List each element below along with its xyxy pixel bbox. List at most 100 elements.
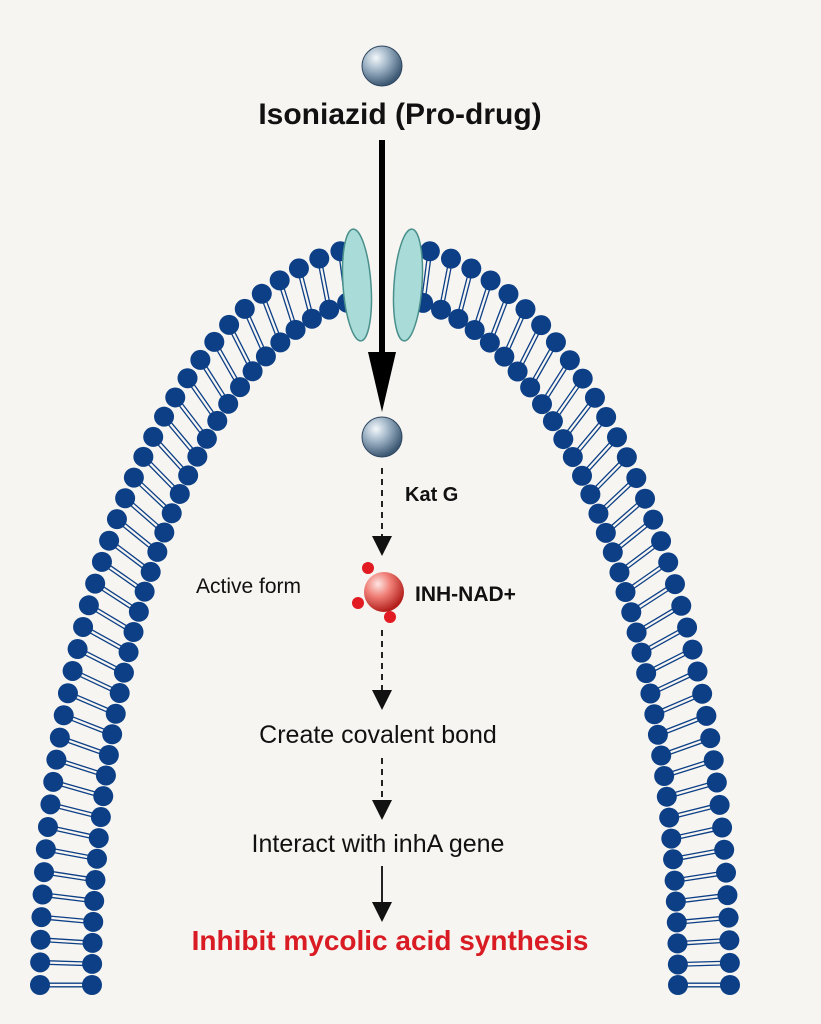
lipid-head [109, 683, 130, 704]
pathway-arrows [368, 140, 396, 922]
lipid-head [580, 484, 601, 505]
lipid-head [626, 468, 647, 489]
prodrug-sphere-icon [361, 45, 403, 87]
lipid-tail [686, 960, 722, 964]
lipid-tail [684, 897, 720, 903]
lipid-head [98, 745, 119, 766]
lipid-tail [54, 848, 89, 856]
lipid-head [542, 411, 563, 432]
lipid-head [102, 724, 123, 745]
lipid-tail [679, 827, 714, 836]
lipid-tail [193, 384, 215, 413]
lipid-head [269, 270, 290, 291]
lipid-tail [76, 694, 109, 710]
lipid-tail [425, 260, 432, 295]
lipid-tail [124, 522, 153, 546]
lipid-tail [262, 302, 277, 336]
lipid-head [128, 601, 149, 622]
lipid-head [242, 361, 263, 382]
lipid-tail [322, 266, 330, 301]
lipid-tail [665, 716, 698, 731]
lipid-head [631, 642, 652, 663]
lipid-head [668, 975, 688, 995]
lipid-head [134, 581, 155, 602]
lipid-tail [475, 288, 487, 322]
lipid-tail [658, 676, 691, 693]
lipid-tail [56, 826, 91, 836]
lipid-tail [671, 760, 705, 773]
lipid-head [595, 522, 616, 543]
main-entry-arrowhead [368, 352, 396, 412]
lipid-head [609, 562, 630, 583]
lipid-head [37, 816, 58, 837]
lipid-head [644, 704, 665, 725]
lipid-head [682, 639, 703, 660]
active-molecule-icon [352, 562, 404, 623]
lipid-tail [101, 589, 131, 610]
lipid-tail [478, 289, 491, 323]
lipid-head [288, 258, 309, 279]
lipid-head [207, 410, 228, 431]
lipid-head [663, 849, 684, 870]
lipid-head [84, 890, 105, 911]
lipid-head [706, 772, 727, 793]
lipid-head [309, 248, 330, 269]
lipid-tail [558, 386, 580, 416]
lipid-head [90, 807, 111, 828]
lipid-tail [649, 632, 681, 651]
lipid-tail [52, 874, 87, 882]
lipid-head [230, 377, 251, 398]
lipid-tail [71, 719, 104, 734]
lipid-head [719, 930, 740, 951]
lipid-tail [62, 781, 96, 793]
lipid-tail [657, 673, 690, 689]
lipid-tail [107, 567, 137, 589]
lipid-head [270, 332, 291, 353]
lipid-tail [555, 384, 577, 414]
lipid-head [115, 488, 136, 509]
lipid-tail [67, 741, 101, 755]
lipid-tail [620, 526, 648, 549]
lipid-tail [440, 266, 449, 301]
lipid-tail [190, 386, 212, 416]
lipid-head [431, 299, 452, 320]
lipid-head [85, 870, 106, 891]
lipid-head [696, 705, 717, 726]
lipid-head [177, 368, 198, 389]
lipid-head [113, 662, 134, 683]
lipid-tail [519, 331, 537, 364]
lipid-tail [72, 716, 105, 730]
lipid-head [635, 488, 656, 509]
lipid-tail [298, 277, 309, 311]
lipid-head [169, 483, 190, 504]
lipid-tail [682, 871, 718, 879]
lipid-tail [266, 301, 280, 334]
lipid-head [34, 862, 55, 883]
lipid-tail [532, 348, 551, 380]
lipid-tail [302, 276, 313, 310]
lipid-head [520, 377, 541, 398]
lipid-head [419, 241, 440, 262]
lipid-tail [675, 785, 710, 797]
lipid-head [665, 891, 686, 912]
lipid-tail [461, 277, 472, 311]
lipid-head [219, 314, 240, 335]
lipid-head [83, 911, 104, 932]
lipid-head [154, 406, 175, 427]
lipid-tail [597, 464, 623, 490]
lipid-head [178, 465, 199, 486]
lipid-tail [234, 331, 251, 363]
lipid-head [640, 683, 661, 704]
lipid-head [161, 503, 182, 524]
lipid-tail [283, 287, 296, 322]
lipid-tail [249, 315, 265, 348]
channel-protein [341, 228, 424, 342]
lipid-tail [685, 916, 720, 921]
lipid-tail [109, 564, 139, 586]
lipid-head [204, 331, 225, 352]
lipid-tail [674, 782, 709, 794]
lipid-head [647, 724, 668, 745]
lipid-tail [642, 608, 674, 627]
lipid-tail [672, 763, 707, 776]
